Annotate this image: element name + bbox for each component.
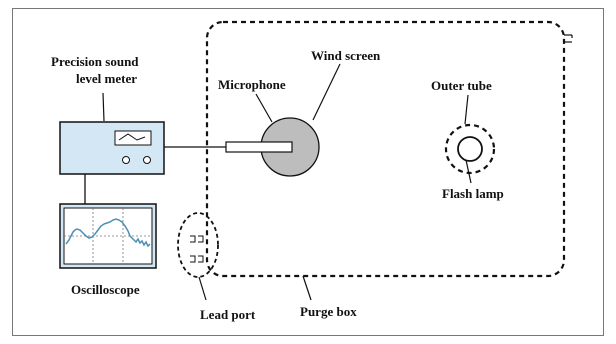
purge-box bbox=[205, 20, 566, 278]
scope-trace bbox=[65, 218, 151, 248]
lead-port-leader bbox=[198, 276, 207, 301]
label-oscilloscope: Oscilloscope bbox=[71, 282, 140, 297]
oscilloscope bbox=[59, 203, 157, 269]
outer-tube-leader bbox=[464, 94, 469, 125]
label-flash-lamp: Flash lamp bbox=[442, 186, 504, 201]
label-outer-tube: Outer tube bbox=[431, 78, 492, 93]
outer-tube bbox=[444, 123, 496, 175]
flash-lamp-leader bbox=[465, 159, 472, 184]
sound-meter-leader bbox=[102, 92, 105, 122]
meter-knob-1 bbox=[122, 156, 130, 164]
label-microphone: Microphone bbox=[218, 77, 286, 92]
wind-screen-leader bbox=[312, 63, 341, 121]
microphone-leader bbox=[255, 93, 273, 123]
label-wind-screen: Wind screen bbox=[311, 48, 381, 63]
diagram-frame bbox=[12, 8, 604, 336]
lead-port bbox=[177, 212, 219, 278]
meter-needle bbox=[118, 133, 146, 141]
label-lead-port: Lead port bbox=[200, 307, 256, 322]
label-purge-box: Purge box bbox=[300, 304, 357, 319]
purge-box-leader bbox=[302, 275, 312, 301]
meter-display bbox=[114, 130, 152, 146]
sound-level-meter bbox=[59, 121, 165, 175]
label-sound-meter-line2: level meter bbox=[76, 71, 137, 86]
purge-box-corner-marks bbox=[564, 34, 573, 43]
label-sound-meter-line1: Precision sound bbox=[51, 54, 139, 69]
microphone bbox=[225, 141, 293, 153]
meter-knob-2 bbox=[143, 156, 151, 164]
lead-port-connectors bbox=[190, 235, 204, 263]
flash-lamp bbox=[457, 136, 483, 162]
